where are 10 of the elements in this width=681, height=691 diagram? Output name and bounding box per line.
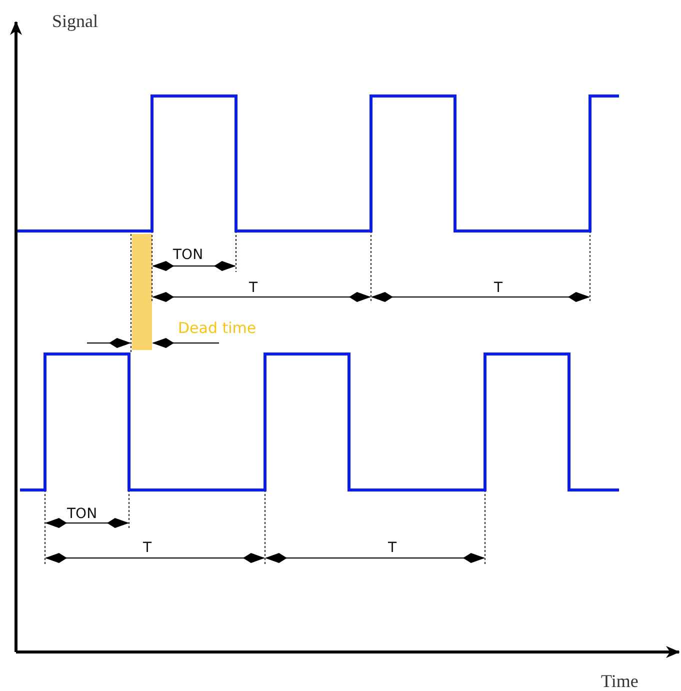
dimension-label: T [249, 281, 258, 295]
dimension-label: T [388, 541, 397, 555]
axis-label: Signal [52, 12, 98, 30]
dimension-label: TON [67, 507, 98, 521]
dead-time-band [132, 234, 152, 350]
dimension-label: T [494, 281, 503, 295]
dimension-label: T [143, 541, 152, 555]
axis-label: Time [601, 672, 638, 690]
dimension-label: TON [173, 248, 204, 262]
annotation-label: Dead time [178, 321, 256, 336]
